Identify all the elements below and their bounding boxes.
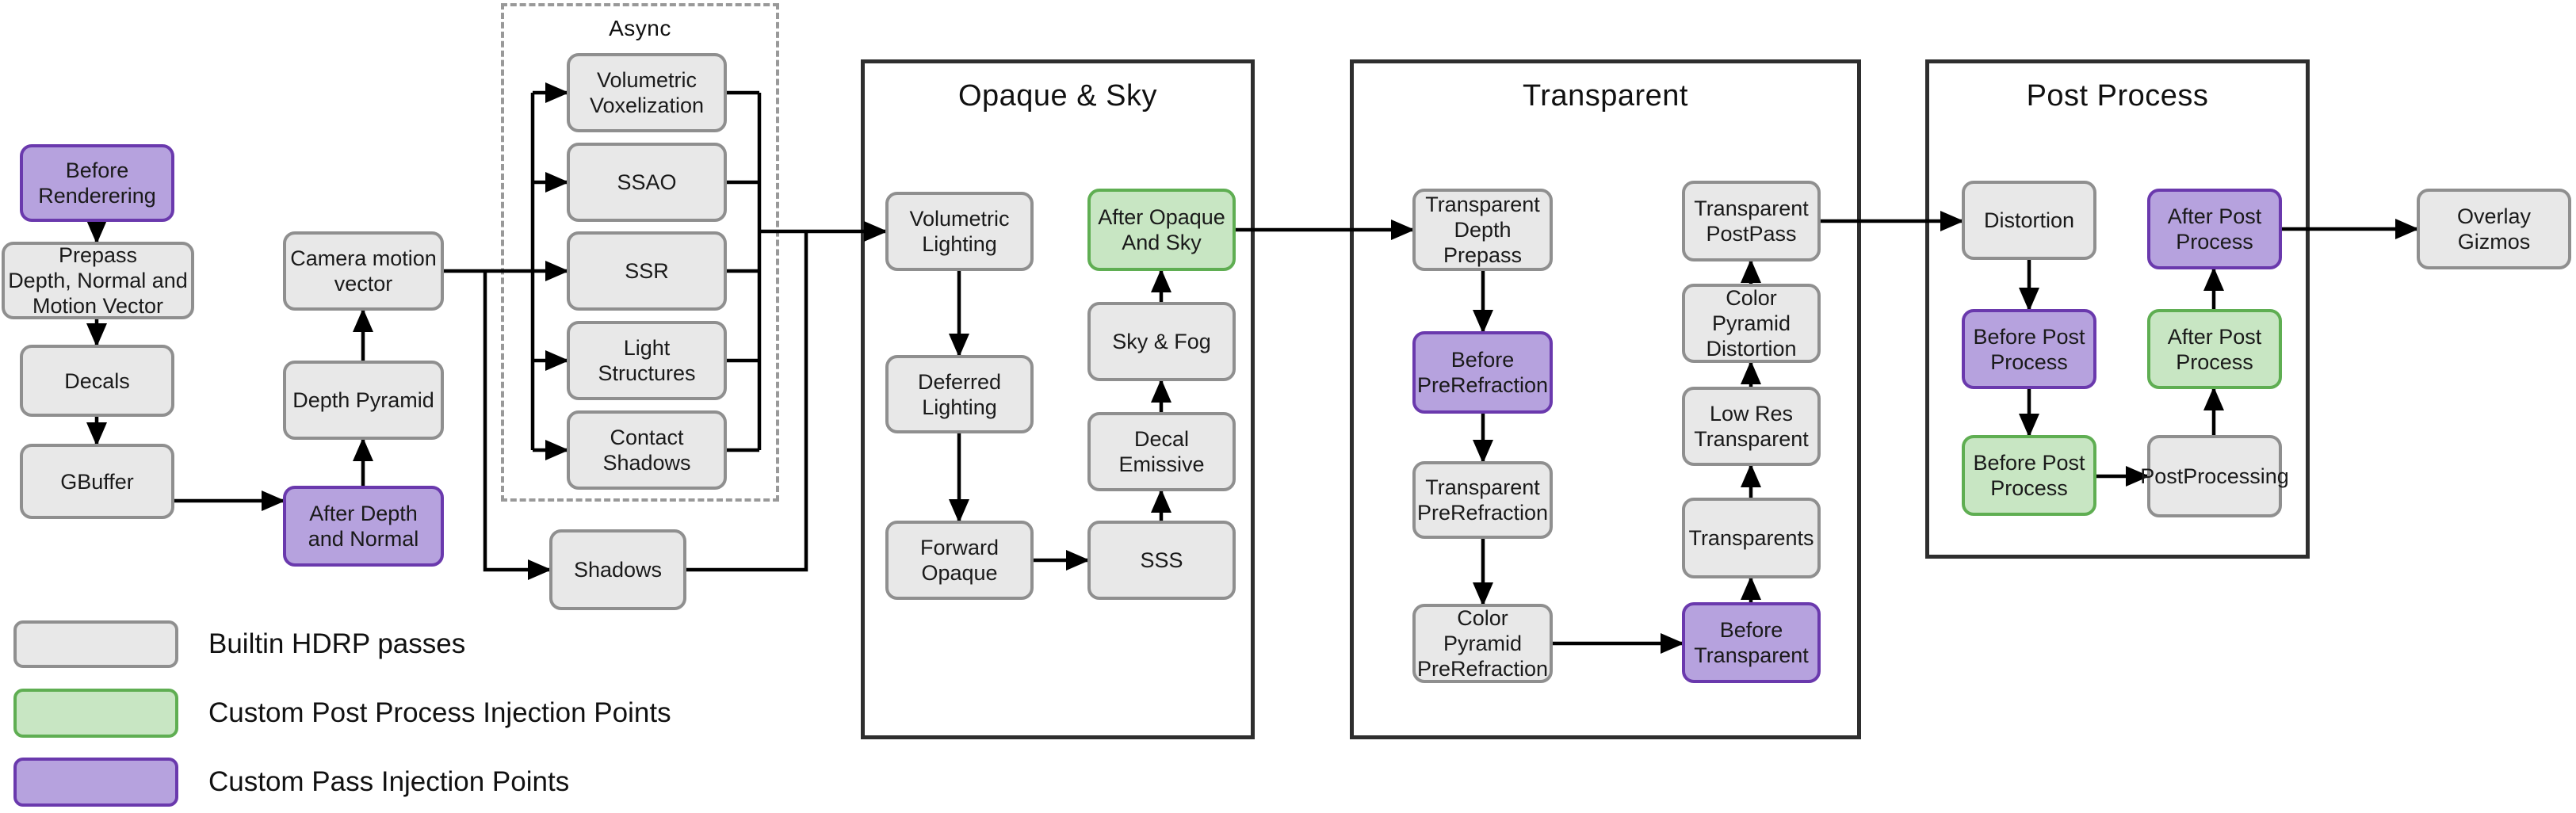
legend-label-custom-post-process: Custom Post Process Injection Points	[208, 697, 671, 728]
legend-swatch-custom-pass	[13, 758, 178, 807]
contact-shadows-node: Contact Shadows	[567, 410, 727, 490]
sss-node: SSS	[1087, 521, 1236, 600]
gbuffer-node: GBuffer	[20, 444, 174, 519]
before-post-process-pass-node: Before Post Process	[1962, 309, 2096, 389]
color-pyramid-distortion-node: Color Pyramid Distortion	[1682, 284, 1821, 363]
after-post-process-pp-node: After Post Process	[2147, 309, 2282, 389]
legend-swatch-builtin	[13, 620, 178, 668]
edge-12	[483, 271, 552, 580]
transparent-postpass-node: Transparent PostPass	[1682, 181, 1821, 261]
decal-emissive-node: Decal Emissive	[1087, 412, 1236, 491]
sky-fog-node: Sky & Fog	[1087, 302, 1236, 381]
low-res-transparent-node: Low Res Transparent	[1682, 387, 1821, 466]
transparent-group-title: Transparent	[1523, 79, 1688, 113]
before-prerefraction-node: Before PreRefraction	[1412, 331, 1553, 414]
color-pyramid-prerefraction-node: Color Pyramid PreRefraction	[1412, 604, 1553, 683]
opaque-sky-group-title: Opaque & Sky	[957, 79, 1158, 113]
ssao-node: SSAO	[567, 143, 727, 222]
transparent-group: Transparent	[1350, 59, 1861, 739]
prepass-depth-normal-motion-vector-node: Prepass Depth, Normal and Motion Vector	[2, 242, 194, 319]
ssr-node: SSR	[567, 231, 727, 311]
async-group: Async	[501, 3, 779, 502]
postprocessing-node: PostProcessing	[2140, 435, 2289, 517]
volumetric-voxelization-node: Volumetric Voxelization	[567, 53, 727, 132]
legend-label-builtin: Builtin HDRP passes	[208, 628, 466, 659]
depth-pyramid-node: Depth Pyramid	[283, 361, 444, 440]
async-group-title: Async	[609, 16, 671, 40]
before-transparent-node: Before Transparent	[1682, 602, 1821, 683]
legend-label-custom-pass: Custom Pass Injection Points	[208, 766, 570, 797]
after-post-process-pass-node: After Post Process	[2147, 189, 2282, 269]
post-process-group: Post Process	[1925, 59, 2310, 559]
before-post-process-pp-node: Before Post Process	[1962, 435, 2096, 516]
transparent-depth-prepass-node: Transparent Depth Prepass	[1412, 189, 1553, 271]
edge-20	[686, 231, 808, 572]
after-depth-and-normal-node: After Depth and Normal	[283, 486, 444, 567]
transparents-node: Transparents	[1682, 498, 1821, 578]
opaque-sky-group: Opaque & Sky	[861, 59, 1255, 739]
post-process-group-title: Post Process	[2026, 79, 2209, 113]
camera-motion-vector-node: Camera motion vector	[283, 231, 444, 311]
legend-swatch-custom-post-process	[13, 689, 178, 738]
light-structures-node: Light Structures	[567, 321, 727, 400]
after-opaque-and-sky-node: After Opaque And Sky	[1087, 189, 1236, 271]
